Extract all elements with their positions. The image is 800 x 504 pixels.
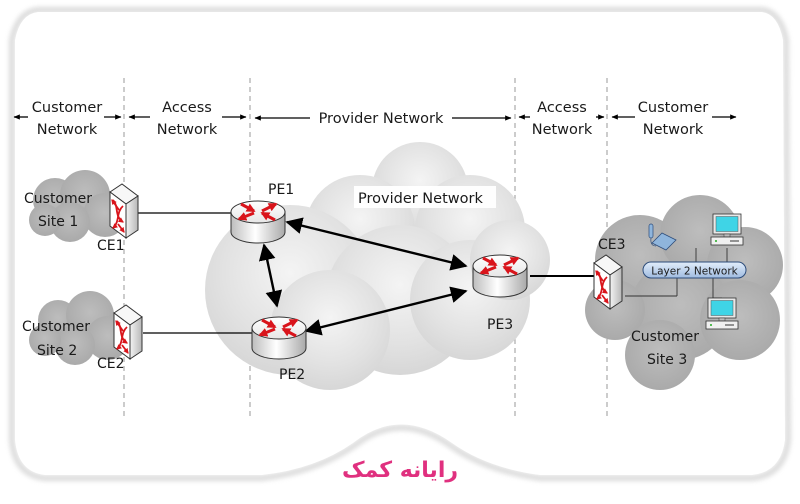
site3-label: Customer Site 3: [631, 329, 699, 368]
link-pe1-pe2: [258, 243, 283, 308]
switch-ce3[interactable]: CE3: [594, 237, 626, 309]
svg-text:Network: Network: [532, 122, 593, 138]
layer2-network: Layer 2 Network: [625, 213, 747, 330]
switch-ce2[interactable]: CE2: [97, 305, 142, 372]
zone-headers: Customer Network Access Network Provider…: [13, 100, 737, 138]
svg-text:Customer: Customer: [22, 319, 90, 335]
links: [138, 212, 594, 336]
layer2-bar: [642, 261, 747, 279]
site1-label: Customer Site 1: [24, 191, 92, 230]
pc-icon: [710, 213, 744, 246]
router-pe1[interactable]: PE1: [231, 182, 294, 243]
pe2-label: PE2: [279, 367, 305, 383]
router-pe3[interactable]: PE3: [473, 255, 527, 333]
link-pe2-pe3: [304, 286, 468, 336]
router-pe2[interactable]: PE2: [252, 317, 306, 383]
router-icon: [231, 201, 285, 243]
svg-text:Customer: Customer: [631, 329, 699, 345]
pe3-label: PE3: [487, 317, 513, 333]
site2-label: Customer Site 2: [22, 319, 90, 359]
router-icon: [252, 317, 306, 359]
layer2-label: Layer 2 Network: [651, 266, 738, 278]
zone-provider: Provider Network: [254, 111, 512, 127]
zone-customer-right: Customer Network: [611, 100, 737, 138]
pc-icon: [705, 297, 739, 330]
switch-ce1[interactable]: CE1: [97, 184, 138, 254]
router-icon: [473, 255, 527, 297]
provider-cloud-label: Provider Network: [358, 191, 483, 207]
svg-text:Site 3: Site 3: [647, 352, 687, 368]
svg-text:Network: Network: [157, 122, 218, 138]
svg-text:Site 1: Site 1: [38, 214, 78, 230]
ce1-label: CE1: [97, 238, 125, 254]
svg-text:Customer: Customer: [638, 100, 708, 116]
ce2-label: CE2: [97, 356, 125, 372]
zone-customer-left: Customer Network: [13, 100, 122, 138]
link-pe1-pe3: [285, 217, 468, 271]
svg-text:Network: Network: [37, 122, 98, 138]
svg-text:Access: Access: [162, 100, 212, 116]
pe1-label: PE1: [268, 182, 294, 198]
zone-access-right: Access Network: [518, 100, 605, 138]
svg-text:Site 2: Site 2: [37, 343, 77, 359]
site2-cloud: [29, 291, 130, 365]
svg-text:Provider Network: Provider Network: [319, 111, 444, 127]
svg-text:Customer: Customer: [32, 100, 102, 116]
svg-text:Access: Access: [537, 100, 587, 116]
svg-text:Network: Network: [643, 122, 704, 138]
provider-cloud-label-bg: [354, 186, 496, 208]
ce3-label: CE3: [598, 237, 626, 253]
svg-text:Customer: Customer: [24, 191, 92, 207]
phone-icon: [648, 223, 677, 251]
brand-logo: رایانه کمک: [342, 458, 458, 483]
zone-access-left: Access Network: [128, 100, 247, 138]
